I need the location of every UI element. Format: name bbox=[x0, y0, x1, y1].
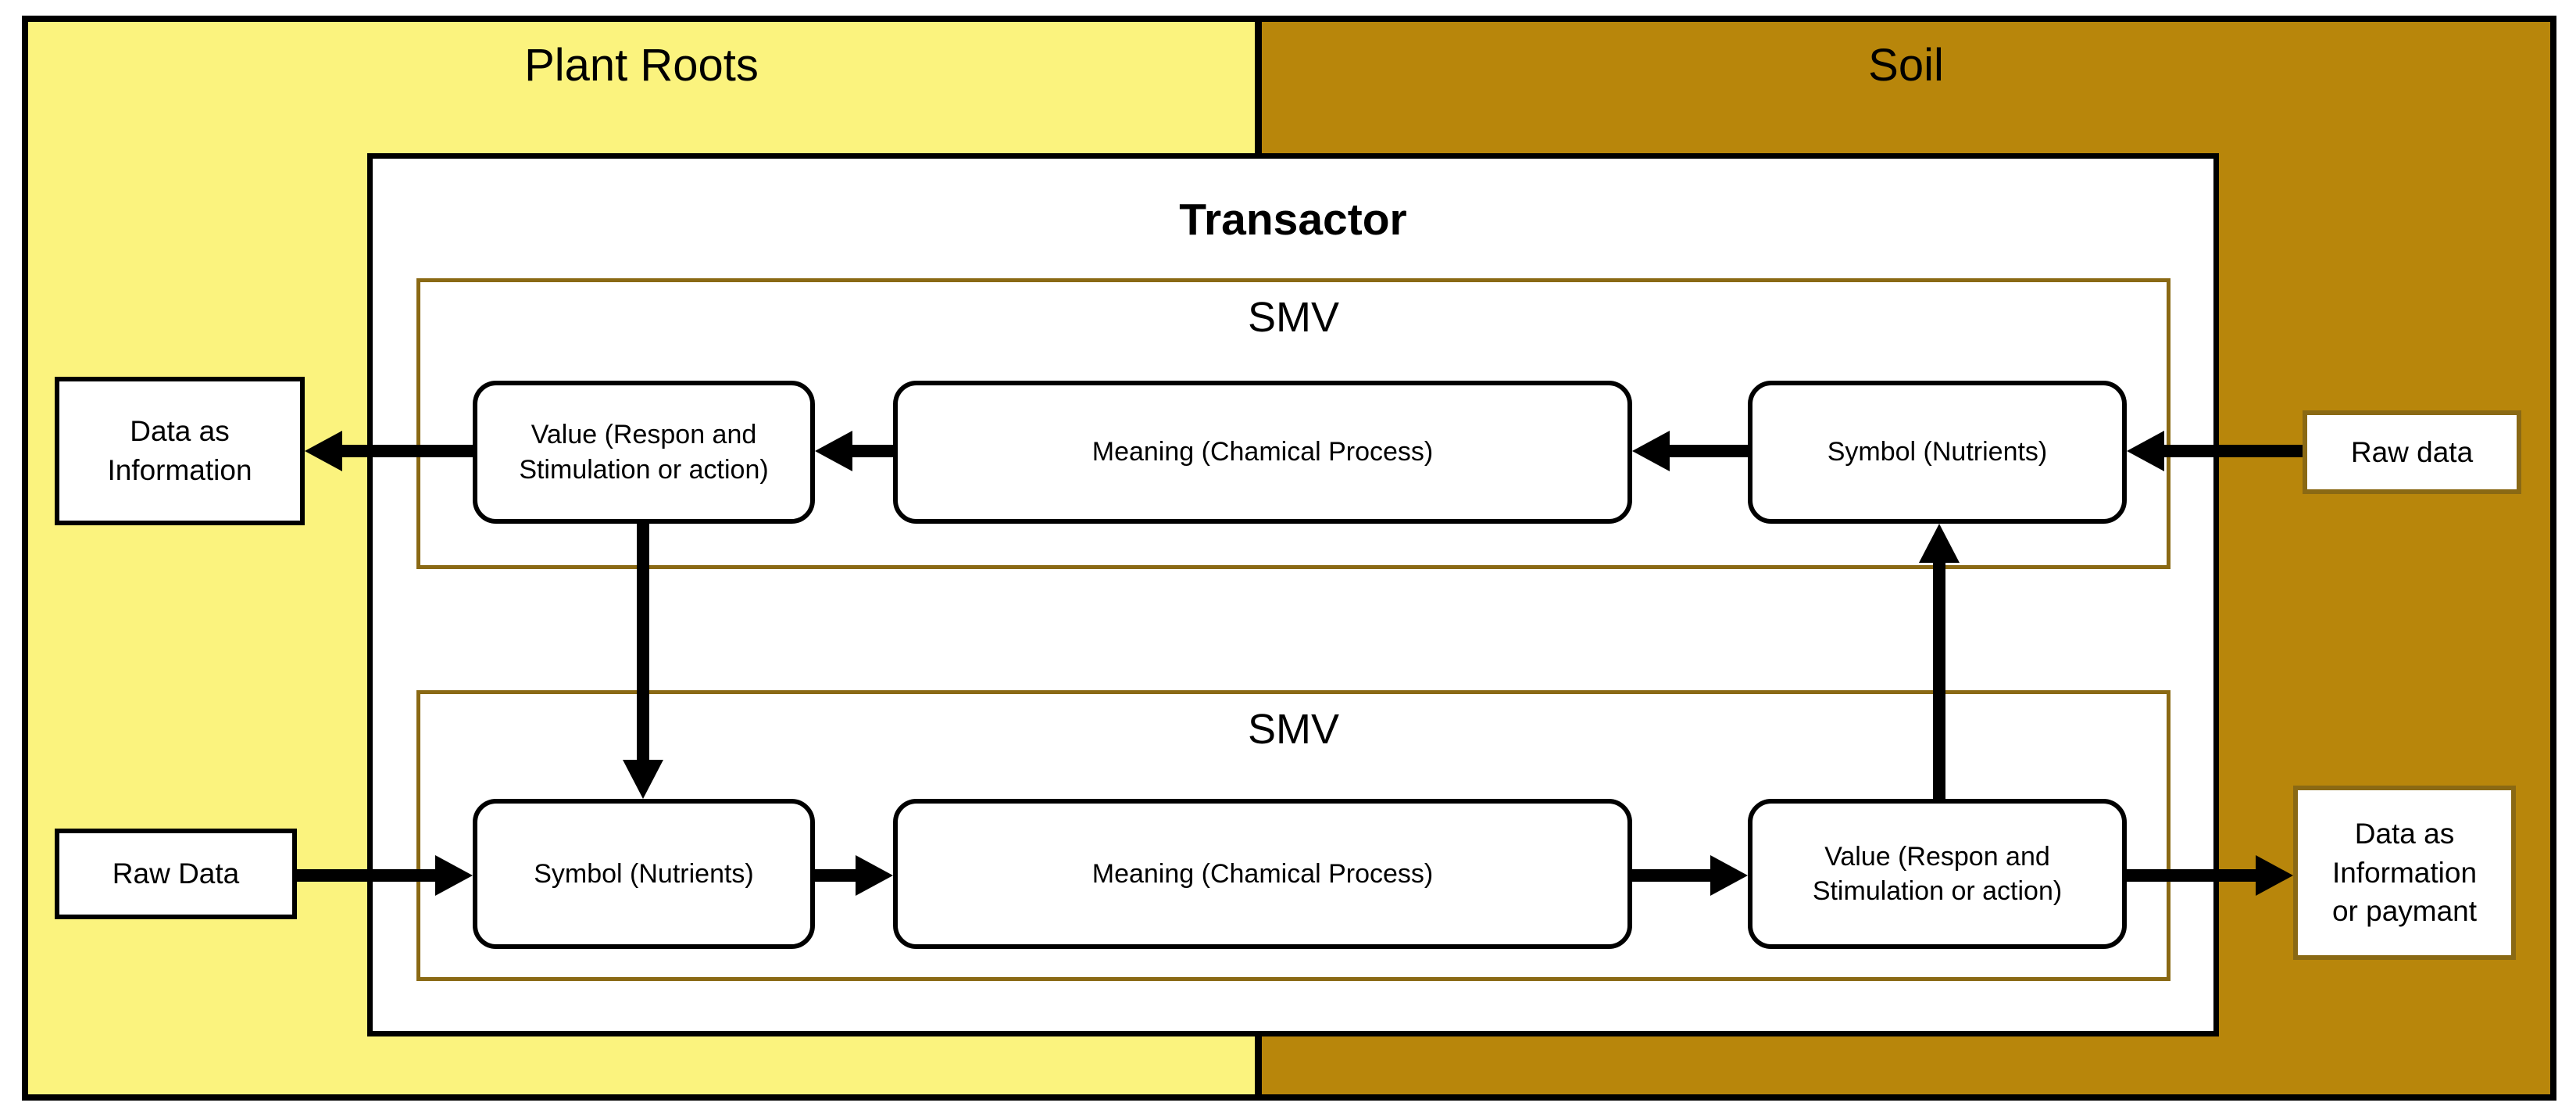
soil-title: Soil bbox=[1868, 40, 1944, 91]
smv-bottom-label: SMV bbox=[1247, 706, 1340, 753]
box-data-as-information: Data as Information bbox=[55, 377, 305, 525]
transactor-title: Transactor bbox=[1179, 195, 1407, 245]
node-meaning-top: Meaning (Chamical Process) bbox=[893, 381, 1632, 524]
node-value-top: Value (Respon and Stimulation or action) bbox=[473, 381, 815, 524]
node-meaning-bottom: Meaning (Chamical Process) bbox=[893, 799, 1632, 949]
node-symbol-top: Symbol (Nutrients) bbox=[1748, 381, 2127, 524]
smv-top-label: SMV bbox=[1247, 294, 1340, 341]
plant-roots-title: Plant Roots bbox=[524, 40, 759, 91]
node-symbol-bottom: Symbol (Nutrients) bbox=[473, 799, 815, 949]
box-raw-data-right: Raw data bbox=[2303, 410, 2521, 494]
smv-bottom-box: SMV bbox=[416, 690, 2170, 981]
box-data-as-information-or-paymant: Data as Information or paymant bbox=[2293, 786, 2516, 960]
node-value-bottom: Value (Respon and Stimulation or action) bbox=[1748, 799, 2127, 949]
smv-top-box: SMV bbox=[416, 278, 2170, 569]
box-raw-data-left: Raw Data bbox=[55, 829, 297, 919]
